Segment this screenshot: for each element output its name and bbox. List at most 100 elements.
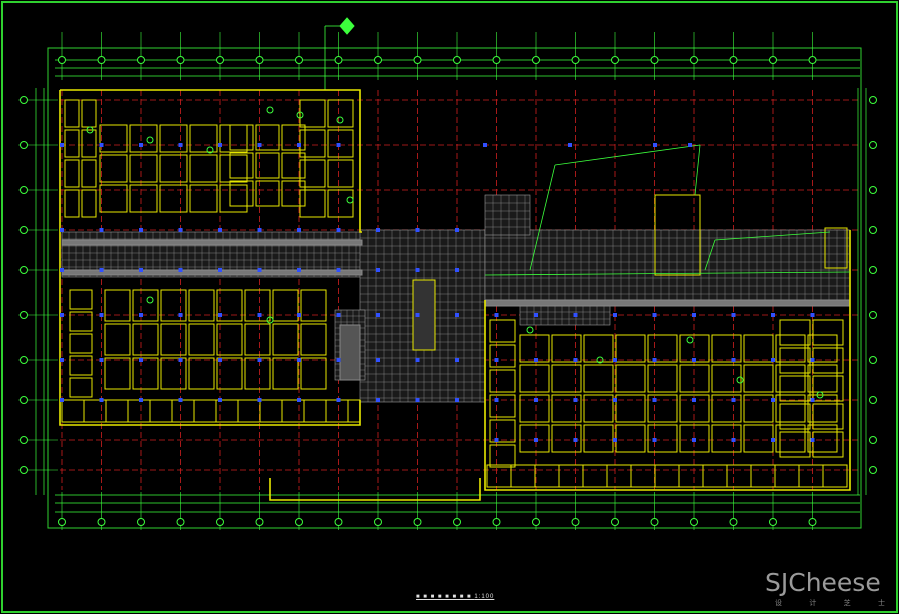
- column: [139, 398, 143, 402]
- room: [489, 319, 516, 343]
- axis-bubble-right: [869, 396, 877, 404]
- column: [731, 438, 736, 442]
- column: [336, 358, 341, 362]
- column: [731, 398, 736, 402]
- column: [257, 313, 262, 317]
- axis-bubble-left: [20, 96, 28, 104]
- room: [711, 364, 742, 393]
- plant-symbol: [206, 146, 214, 154]
- column: [178, 268, 183, 272]
- room: [583, 334, 614, 363]
- corridor-band: [61, 239, 363, 246]
- column: [652, 438, 657, 442]
- axis-bubble-bottom: [808, 518, 817, 526]
- column: [218, 398, 222, 402]
- axis-bubble-top: [216, 56, 224, 64]
- room: [679, 394, 710, 423]
- axis-bubble-top: [176, 56, 185, 64]
- outline: [554, 144, 701, 166]
- axis-bubble-top: [295, 56, 303, 64]
- column: [99, 228, 104, 232]
- room: [81, 189, 97, 218]
- axis-bubble-top: [334, 56, 343, 64]
- column: [178, 143, 183, 147]
- column: [455, 358, 459, 362]
- axis-bubble-top: [58, 56, 66, 64]
- axis-bubble-bottom: [137, 518, 145, 526]
- room: [188, 323, 215, 356]
- room: [711, 334, 742, 363]
- column: [415, 228, 420, 232]
- room: [327, 189, 354, 218]
- axis-bubble-bottom: [58, 518, 66, 526]
- room: [159, 184, 188, 213]
- watermark-logo: SJCheese: [765, 568, 881, 597]
- room: [615, 424, 646, 453]
- room: [64, 129, 80, 158]
- axis-bubble-top: [650, 56, 659, 64]
- column: [297, 268, 301, 272]
- room: [129, 154, 158, 183]
- column: [257, 358, 262, 362]
- column: [688, 143, 692, 147]
- column: [771, 313, 775, 317]
- room: [489, 394, 516, 418]
- column: [218, 358, 222, 362]
- room: [219, 154, 248, 183]
- axis-bubble-bottom: [690, 518, 698, 526]
- column: [60, 313, 64, 317]
- column: [494, 398, 499, 402]
- outline: [714, 231, 831, 241]
- room: [743, 334, 774, 363]
- room: [812, 319, 844, 346]
- column: [534, 358, 538, 362]
- room: [775, 364, 806, 393]
- stair: [824, 227, 848, 269]
- axis-bubble-top: [374, 56, 382, 64]
- column: [771, 438, 775, 442]
- column: [139, 358, 143, 362]
- column: [494, 438, 499, 442]
- room: [779, 375, 811, 402]
- column: [455, 268, 459, 272]
- column: [415, 313, 420, 317]
- room: [647, 334, 678, 363]
- room: [81, 99, 97, 128]
- column: [257, 268, 262, 272]
- room: [551, 424, 582, 453]
- room: [647, 424, 678, 453]
- room: [64, 99, 80, 128]
- axis-bubble-bottom: [769, 518, 777, 526]
- axis-bubble-left: [20, 226, 28, 234]
- column: [810, 313, 815, 317]
- column: [297, 143, 301, 147]
- axis-bubble-bottom: [532, 518, 540, 526]
- column: [731, 358, 736, 362]
- room: [99, 184, 128, 213]
- room: [299, 189, 326, 218]
- column: [60, 268, 64, 272]
- room: [615, 364, 646, 393]
- room: [189, 124, 218, 153]
- room: [216, 289, 243, 322]
- room: [159, 154, 188, 183]
- tile-floor: [484, 194, 531, 236]
- building-outline-annex: [269, 478, 481, 501]
- column: [415, 398, 420, 402]
- column: [494, 358, 499, 362]
- axis-bubble-bottom: [295, 518, 303, 526]
- room: [775, 394, 806, 423]
- axis-bubble-top: [532, 56, 540, 64]
- room: [255, 180, 280, 207]
- room: [64, 189, 80, 218]
- room: [807, 424, 838, 453]
- room: [281, 124, 306, 151]
- axis-bubble-top: [769, 56, 777, 64]
- room: [812, 431, 844, 458]
- column: [336, 228, 341, 232]
- axis-bubble-right: [869, 311, 877, 319]
- column: [483, 143, 487, 147]
- axis-bubble-bottom: [176, 518, 185, 526]
- outline: [484, 271, 851, 276]
